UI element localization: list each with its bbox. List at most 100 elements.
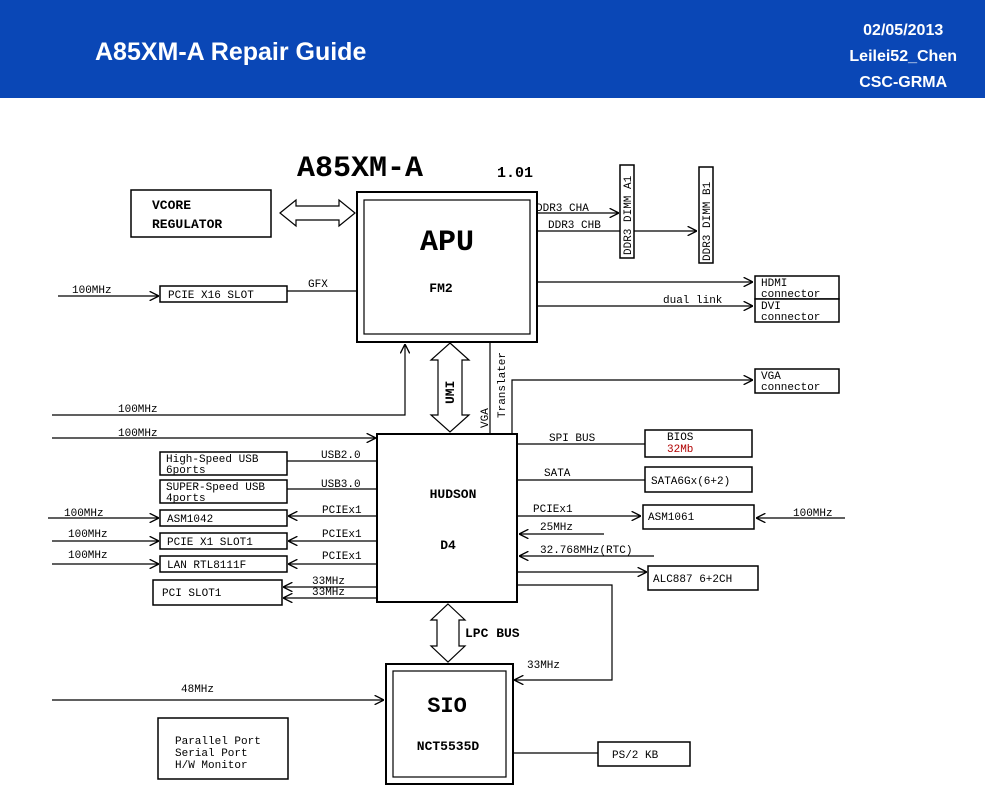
hudson-title: HUDSON <box>430 487 477 502</box>
pciex1-c-label: PCIEx1 <box>322 551 362 563</box>
translater-label: Translater <box>497 352 509 418</box>
dvi-label-1: DVI <box>761 301 781 313</box>
alc-label: ALC887 6+2CH <box>653 574 732 586</box>
sata-box <box>644 466 753 493</box>
bios-box <box>644 429 753 458</box>
pci-slot-label: PCI SLOT1 <box>162 588 222 600</box>
usb2-label-2: 6ports <box>166 465 206 477</box>
vga-box <box>754 368 840 394</box>
io-label-3: H/W Monitor <box>175 760 248 772</box>
pcie-x16-slot-label: PCIE X16 SLOT <box>168 290 254 302</box>
vcore-regulator-box <box>130 189 272 238</box>
dimm-a1-box <box>619 164 635 259</box>
vga-bus-label: VGA <box>480 408 492 428</box>
dvi-box <box>754 298 840 323</box>
umi-arrow <box>429 342 471 433</box>
pciex1-d-label: PCIEx1 <box>533 504 573 516</box>
dimm-b1-label: DDR3 DIMM B1 <box>702 181 714 261</box>
usb3-label-1: SUPER-Speed USB <box>166 482 265 494</box>
sio-chip: NCT5535D <box>417 739 480 754</box>
ddr3-chb-label: DDR3 CHB <box>548 220 601 232</box>
usb3-box <box>159 479 288 504</box>
hudson-box <box>376 433 518 603</box>
lpc-label: LPC BUS <box>465 626 520 641</box>
bios-label-2: 32Mb <box>667 444 693 456</box>
board-version: 1.01 <box>497 165 533 182</box>
header-meta: 02/05/2013 Leilei52_Chen CSC-GRMA <box>849 18 957 96</box>
lan-box <box>159 555 288 573</box>
sio-box <box>385 663 514 785</box>
usb2-label-1: High-Speed USB <box>166 454 259 466</box>
vcore-label-2: REGULATOR <box>152 217 222 232</box>
dimm-a1-label: DDR3 DIMM A1 <box>623 175 635 255</box>
alc-box <box>647 565 759 591</box>
usb3-label-2: 4ports <box>166 493 206 505</box>
io-box <box>157 717 289 780</box>
vcore-apu-arrow <box>279 198 356 228</box>
lpc-arrow <box>429 603 467 663</box>
clk-33-b-label: 33MHz <box>312 587 345 599</box>
pcie-x16-slot-box <box>159 285 288 303</box>
dvi-label-2: connector <box>761 312 820 324</box>
usb2-bus-label: USB2.0 <box>321 450 361 462</box>
apu-title: APU <box>420 226 474 260</box>
hdmi-label-2: connector <box>761 289 820 301</box>
sata-box-label: SATA6Gx(6+2) <box>651 476 730 488</box>
header-banner: A85XM-A Repair Guide 02/05/2013 Leilei52… <box>0 0 985 98</box>
asm1042-box <box>159 509 288 527</box>
sio-inner <box>392 670 507 778</box>
ddr3-cha-label: DDR3 CHA <box>536 203 589 215</box>
apu-inner <box>363 199 531 335</box>
vga-label-1: VGA <box>761 371 781 383</box>
asm1042-label: ASM1042 <box>167 514 213 526</box>
header-dept: CSC-GRMA <box>859 74 948 91</box>
spi-label: SPI BUS <box>549 433 596 445</box>
clk-25-label: 25MHz <box>540 522 573 534</box>
usb3-bus-label: USB3.0 <box>321 479 361 491</box>
sata-label: SATA <box>544 468 571 480</box>
io-label-1: Parallel Port <box>175 736 261 748</box>
sio-33-line <box>515 584 613 680</box>
usb2-box <box>159 451 288 476</box>
vga-label-2: connector <box>761 382 820 394</box>
pciex1-a-label: PCIEx1 <box>322 505 362 517</box>
clk-lan-label: 100MHz <box>68 550 108 562</box>
rtc-label: 32.768MHz(RTC) <box>540 545 632 557</box>
apu-socket: FM2 <box>429 281 453 296</box>
pciex1-b-label: PCIEx1 <box>322 529 362 541</box>
ps2-label: PS/2 KB <box>612 750 659 762</box>
bios-label-1: BIOS <box>667 432 694 444</box>
umi-label: UMI <box>443 381 458 404</box>
pcie-x1-slot-box <box>159 532 288 550</box>
vga-connector-line <box>511 380 752 434</box>
hdmi-label-1: HDMI <box>761 278 787 290</box>
dimm-b1-box <box>698 166 714 264</box>
board-name: A85XM-A <box>297 152 423 186</box>
clk-hudson-label: 100MHz <box>118 428 158 440</box>
pci-slot-box <box>152 579 283 606</box>
io-label-2: Serial Port <box>175 748 248 760</box>
dual-link-label: dual link <box>663 295 723 307</box>
clk-apu-line <box>52 345 405 416</box>
sio-title: SIO <box>427 694 467 719</box>
pcie-x1-slot-label: PCIE X1 SLOT1 <box>167 537 253 549</box>
asm1061-label: ASM1061 <box>648 512 695 524</box>
clk-48-label: 48MHz <box>181 684 214 696</box>
clk-33-sio-label: 33MHz <box>527 660 560 672</box>
hudson-sub: D4 <box>440 538 456 553</box>
header-author: Leilei52_Chen <box>849 48 957 65</box>
clk-pcie16-label: 100MHz <box>72 285 112 297</box>
clk-pcie-x1-label: 100MHz <box>68 529 108 541</box>
asm1061-box <box>642 504 755 530</box>
clk-asm1061-label: 100MHz <box>793 508 833 520</box>
vcore-label-1: VCORE <box>152 198 191 213</box>
ps2-box <box>597 741 691 767</box>
apu-box <box>356 191 538 343</box>
clk-asm1042-label: 100MHz <box>64 508 104 520</box>
gfx-label: GFX <box>308 279 328 291</box>
page-title: A85XM-A Repair Guide <box>95 38 367 66</box>
clk-apu-label: 100MHz <box>118 404 158 416</box>
lan-label: LAN RTL8111F <box>167 560 246 572</box>
header-date: 02/05/2013 <box>863 22 944 39</box>
